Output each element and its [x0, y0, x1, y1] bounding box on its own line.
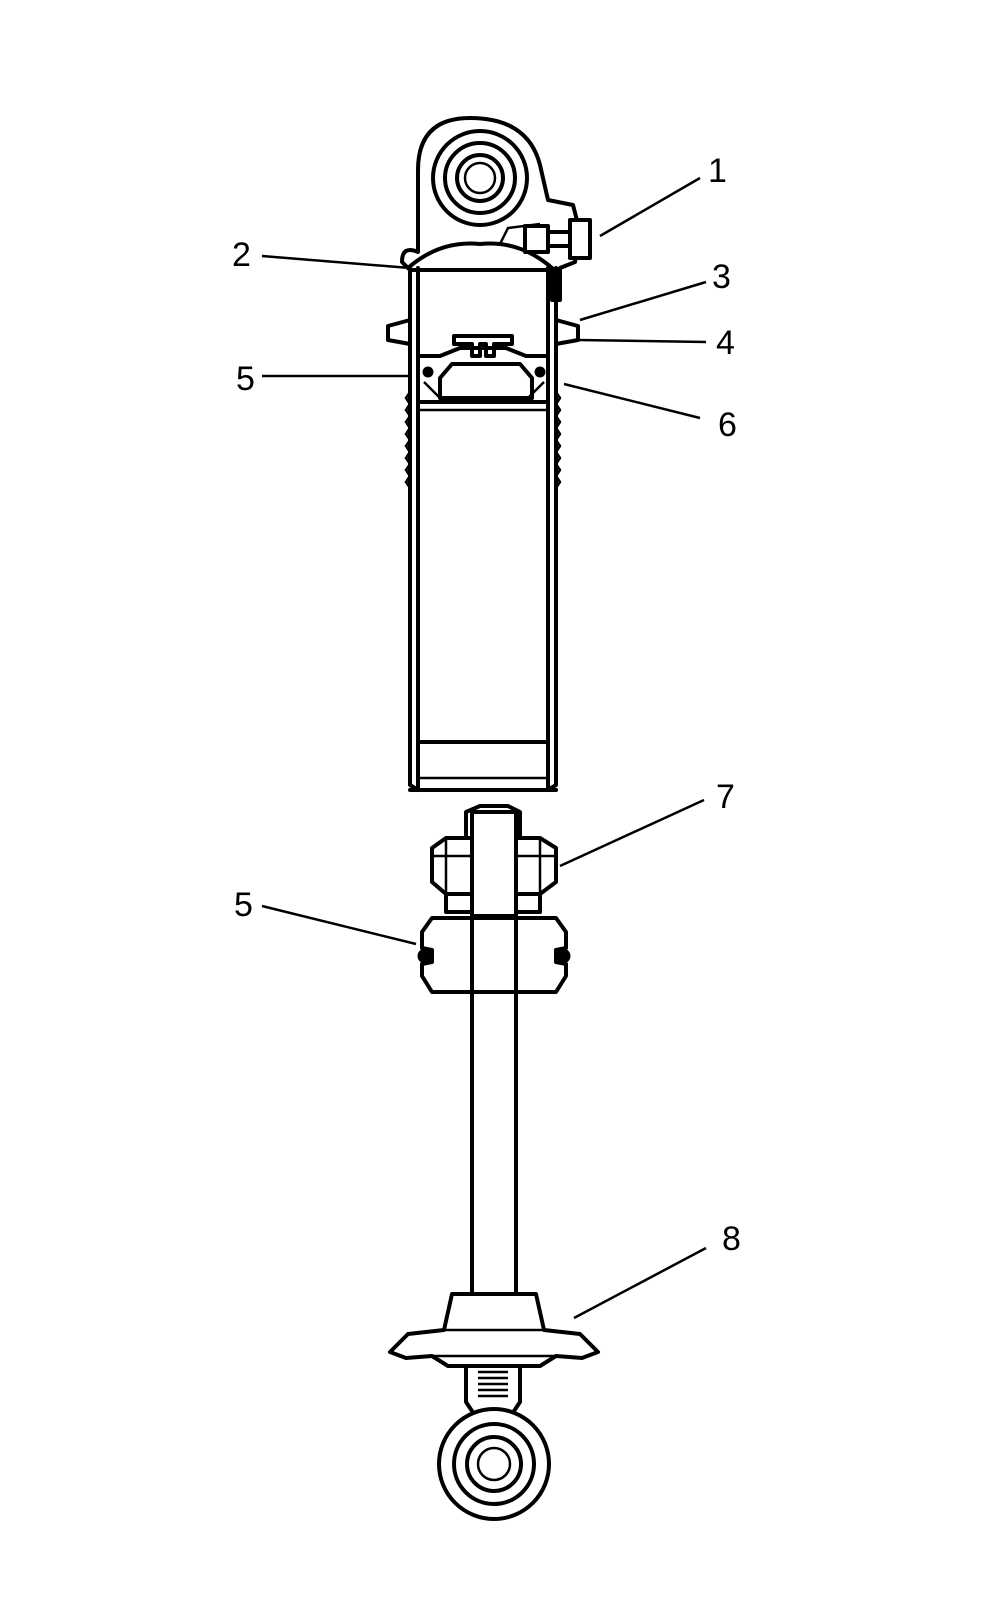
callout-3: 3: [712, 258, 731, 296]
leader-3: [579, 280, 707, 322]
lower-mount-eye: [437, 1407, 551, 1521]
leader-5-lower: [261, 904, 417, 946]
bumper-plate: [388, 1292, 600, 1368]
upper-mount-eye: [400, 116, 582, 302]
lower-rod-end: [464, 1364, 522, 1416]
callout-6: 6: [718, 406, 737, 444]
leader-8: [573, 1246, 707, 1320]
spring-seat-collar: [386, 318, 580, 346]
callout-2: 2: [232, 236, 251, 274]
callout-1: 1: [708, 152, 727, 190]
callout-5-upper: 5: [236, 360, 255, 398]
leader-7: [559, 798, 705, 868]
callout-7: 7: [716, 778, 735, 816]
leader-6: [563, 382, 701, 420]
floating-piston: [416, 334, 550, 412]
leader-1: [599, 176, 701, 238]
callout-labels: 1 2 3 4 5 6 7 5 8: [232, 152, 741, 1258]
callout-5-lower: 5: [234, 886, 253, 924]
callout-8: 8: [722, 1220, 741, 1258]
rod-guide: [417, 916, 571, 994]
fill-valve: [523, 218, 592, 260]
leader-lines: [261, 176, 707, 1320]
leader-2: [261, 254, 411, 270]
piston-rod: [470, 810, 518, 1362]
leader-4: [577, 338, 707, 344]
callout-4: 4: [716, 324, 735, 362]
